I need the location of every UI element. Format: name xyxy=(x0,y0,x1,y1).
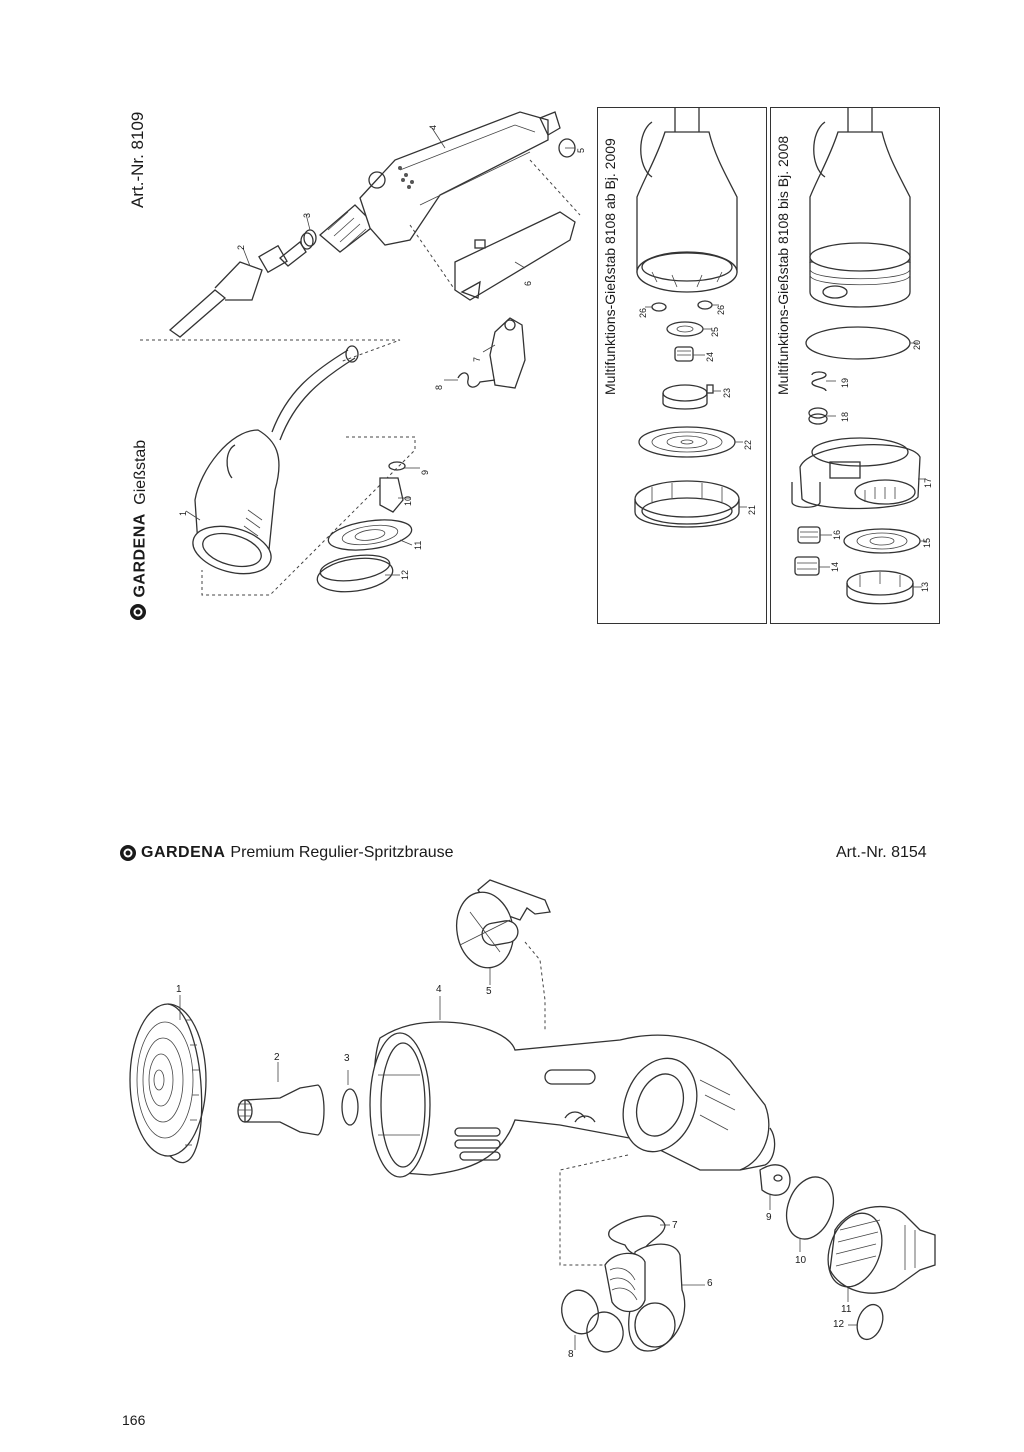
part-number: 20 xyxy=(912,339,922,350)
part-number: 3 xyxy=(302,212,312,218)
part-number: 21 xyxy=(747,504,757,515)
part-number: 8 xyxy=(434,384,444,390)
part-number: 25 xyxy=(710,326,720,337)
part-number: 2 xyxy=(236,244,246,250)
top-header: GARDENA Gießstab xyxy=(128,440,153,622)
part-number: 4 xyxy=(436,984,442,995)
box-2008-drawing xyxy=(791,107,926,605)
part-number: 24 xyxy=(705,351,715,362)
part-number: 2 xyxy=(274,1052,280,1063)
part-number: 7 xyxy=(672,1220,678,1231)
part-number: 23 xyxy=(722,387,732,398)
bottom-product-title: Premium Regulier-Spritzbrause xyxy=(230,844,454,861)
part-number: 10 xyxy=(795,1255,807,1266)
part-number: 10 xyxy=(403,495,413,506)
part-number: 26 xyxy=(716,304,726,315)
part-number: 11 xyxy=(841,1304,852,1315)
gardena-logo-icon xyxy=(128,602,153,622)
part-number: 6 xyxy=(523,280,533,286)
part-number: 11 xyxy=(413,540,423,550)
spritzbrause-drawing xyxy=(129,879,936,1353)
part-number: 9 xyxy=(766,1212,772,1223)
part-number: 5 xyxy=(486,986,492,997)
part-number: 22 xyxy=(743,439,753,450)
part-number: 14 xyxy=(830,561,840,572)
part-number: 5 xyxy=(576,147,586,153)
bottom-art-nr: Art.-Nr. 8154 xyxy=(836,844,927,861)
box-2009-drawing xyxy=(634,107,747,528)
part-number: 17 xyxy=(923,477,933,488)
page-number: 166 xyxy=(122,1412,146,1428)
box-2008 xyxy=(770,107,940,624)
gardena-logo-icon xyxy=(118,843,138,863)
part-number: 6 xyxy=(707,1278,713,1289)
bottom-header: GARDENA Premium Regulier-Spritzbrause xyxy=(118,842,454,864)
part-number: 15 xyxy=(922,537,932,548)
part-number: 12 xyxy=(833,1319,845,1330)
part-number: 4 xyxy=(428,124,438,130)
bottom-brand: GARDENA xyxy=(141,844,226,861)
part-number: 1 xyxy=(176,984,182,995)
part-number: 8 xyxy=(568,1349,574,1360)
part-number: 9 xyxy=(420,469,430,475)
part-number: 26 xyxy=(638,307,648,318)
part-number: 7 xyxy=(472,356,482,362)
part-number: 19 xyxy=(840,377,850,388)
part-number: 3 xyxy=(344,1053,350,1064)
part-number: 13 xyxy=(920,581,930,592)
giessstab-drawing xyxy=(140,111,581,596)
part-number: 12 xyxy=(400,569,410,580)
part-number: 18 xyxy=(840,411,850,422)
box-2009 xyxy=(597,107,767,624)
part-number: 1 xyxy=(178,510,188,516)
part-number: 16 xyxy=(832,529,842,540)
